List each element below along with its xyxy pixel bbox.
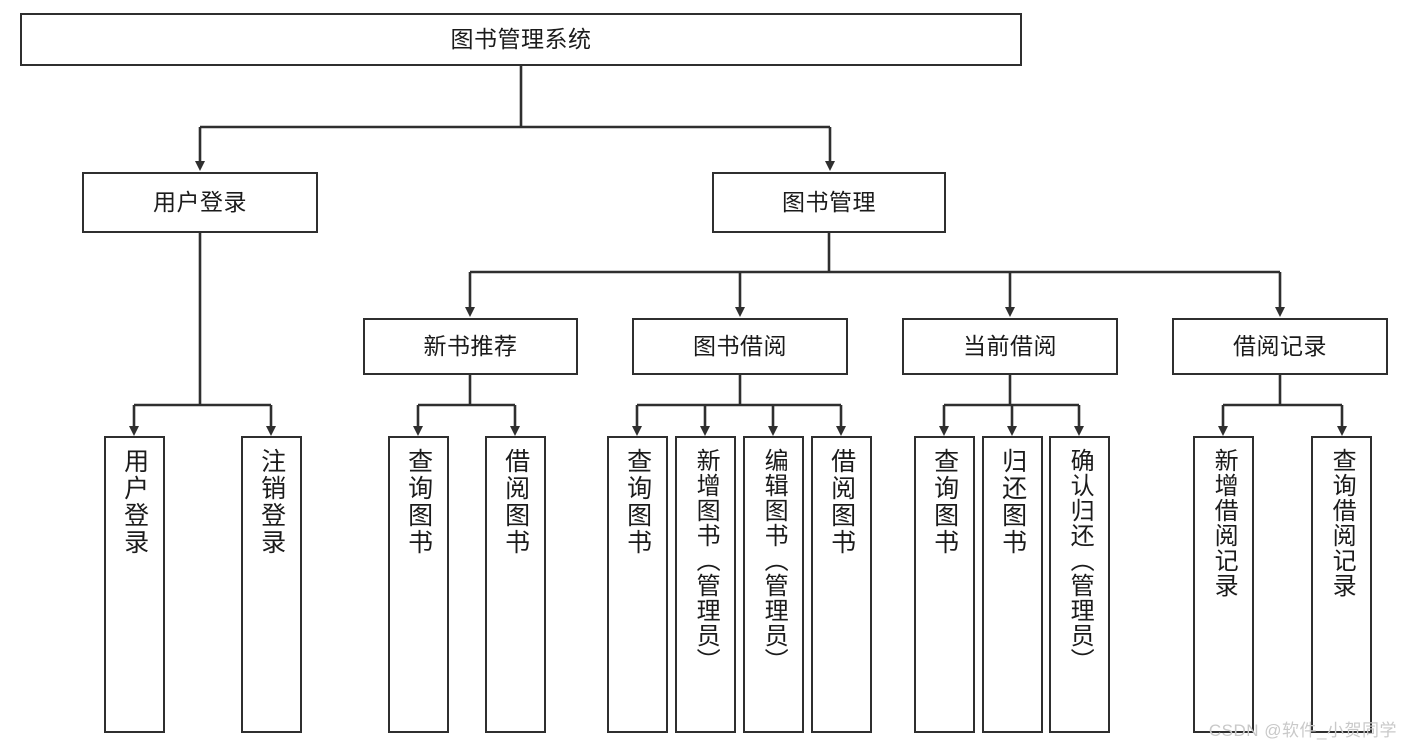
leaf-record-add-record[interactable]: 新增借阅记录 <box>1193 436 1254 733</box>
leaf-user-login-signout-label: 注销登录 <box>257 448 286 556</box>
leaf-current-confirm-return-label: 确认归还（管理员） <box>1066 448 1094 673</box>
leaf-recommend-query-book-label: 查询图书 <box>404 448 433 556</box>
leaf-borrow-edit-book-label: 编辑图书（管理员） <box>760 448 788 673</box>
leaf-borrow-borrow-book-label: 借阅图书 <box>827 448 856 556</box>
leaf-borrow-edit-book[interactable]: 编辑图书（管理员） <box>743 436 804 733</box>
node-root-label: 图书管理系统 <box>450 25 592 52</box>
leaf-record-add-record-label: 新增借阅记录 <box>1210 448 1238 598</box>
node-book-management[interactable]: 图书管理 <box>712 172 946 233</box>
leaf-record-query-record[interactable]: 查询借阅记录 <box>1311 436 1372 733</box>
node-user-login-label: 用户登录 <box>153 188 247 215</box>
leaf-record-query-record-label: 查询借阅记录 <box>1328 448 1356 598</box>
node-user-login[interactable]: 用户登录 <box>82 172 318 233</box>
leaf-current-return-book[interactable]: 归还图书 <box>982 436 1043 733</box>
leaf-borrow-borrow-book[interactable]: 借阅图书 <box>811 436 872 733</box>
leaf-borrow-query-book-label: 查询图书 <box>623 448 652 556</box>
leaf-recommend-query-book[interactable]: 查询图书 <box>388 436 449 733</box>
leaf-user-login-signin[interactable]: 用户登录 <box>104 436 165 733</box>
node-borrow-record-label: 借阅记录 <box>1233 332 1327 359</box>
leaf-recommend-borrow-book[interactable]: 借阅图书 <box>485 436 546 733</box>
node-book-borrow[interactable]: 图书借阅 <box>632 318 848 375</box>
leaf-recommend-borrow-book-label: 借阅图书 <box>501 448 530 556</box>
leaf-borrow-query-book[interactable]: 查询图书 <box>607 436 668 733</box>
leaf-borrow-add-book[interactable]: 新增图书（管理员） <box>675 436 736 733</box>
node-new-book-recommend-label: 新书推荐 <box>423 332 518 359</box>
node-new-book-recommend[interactable]: 新书推荐 <box>363 318 578 375</box>
node-current-borrow[interactable]: 当前借阅 <box>902 318 1118 375</box>
leaf-current-confirm-return[interactable]: 确认归还（管理员） <box>1049 436 1110 733</box>
node-book-borrow-label: 图书借阅 <box>693 332 787 359</box>
node-root[interactable]: 图书管理系统 <box>20 13 1022 66</box>
leaf-borrow-add-book-label: 新增图书（管理员） <box>692 448 720 673</box>
watermark-text: CSDN @软件_小贺同学 <box>1208 721 1397 740</box>
node-current-borrow-label: 当前借阅 <box>963 332 1057 359</box>
node-borrow-record[interactable]: 借阅记录 <box>1172 318 1388 375</box>
leaf-current-return-book-label: 归还图书 <box>998 448 1027 556</box>
leaf-user-login-signin-label: 用户登录 <box>120 448 149 556</box>
node-book-management-label: 图书管理 <box>782 188 876 215</box>
leaf-current-query-book-label: 查询图书 <box>930 448 959 556</box>
leaf-current-query-book[interactable]: 查询图书 <box>914 436 975 733</box>
leaf-user-login-signout[interactable]: 注销登录 <box>241 436 302 733</box>
